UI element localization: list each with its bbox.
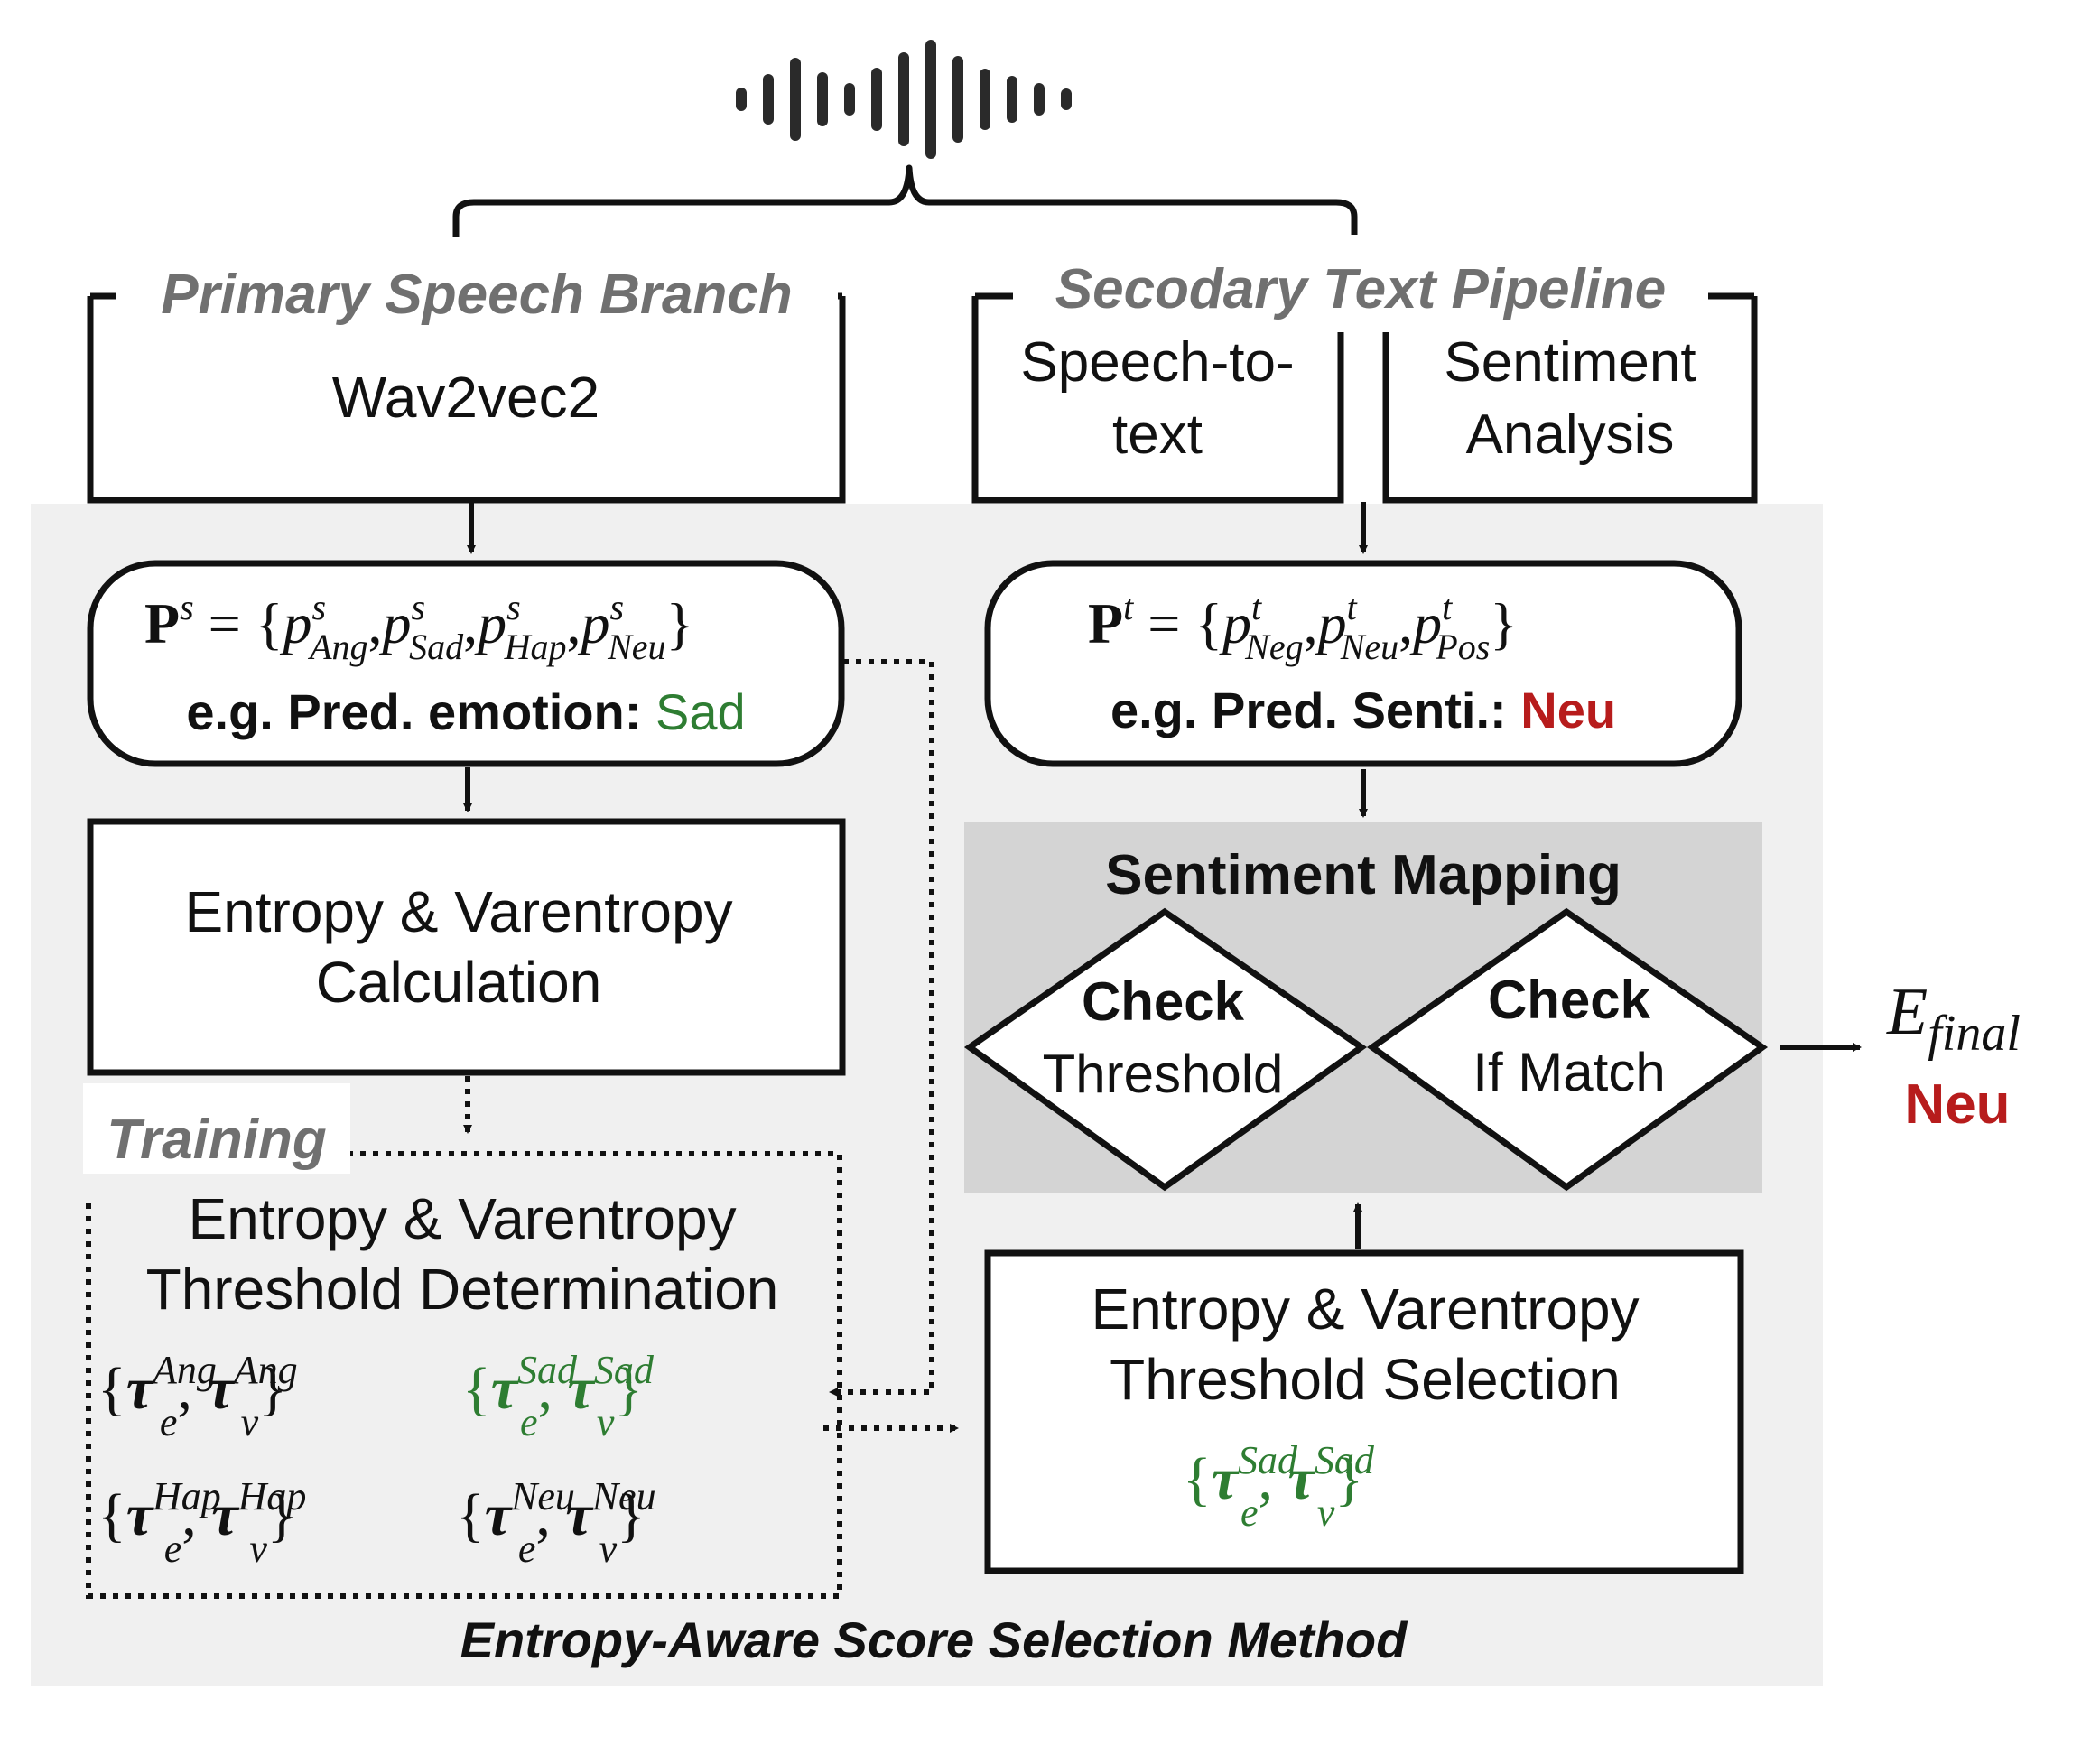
secondary-branch-label: Secodary Text Pipeline <box>1055 258 1667 320</box>
stt-box <box>971 296 1344 504</box>
entropy-calc-line2: Calculation <box>316 950 602 1015</box>
stt-label-line2: text <box>1112 404 1203 466</box>
sentiment-analysis-box <box>1382 296 1758 504</box>
check-match-line1: Check <box>1488 970 1651 1030</box>
speech-pred-text: e.g. Pred. emotion: Sad <box>186 683 745 740</box>
threshold-sel-line2: Threshold Selection <box>1110 1347 1621 1412</box>
text-prob-box <box>984 560 1742 767</box>
threshold-selection-box <box>984 1249 1744 1574</box>
check-match-diamond <box>1366 907 1769 1192</box>
training-label: Training <box>107 1109 326 1171</box>
split-brace <box>452 164 1358 237</box>
waveform-icon <box>736 40 1072 159</box>
threshold-sel-line1: Entropy & Varentropy <box>1091 1277 1639 1342</box>
threshold-det-line1: Entropy & Varentropy <box>188 1186 736 1251</box>
primary-branch-frame <box>87 296 846 504</box>
threshold-det-line2: Threshold Determination <box>146 1257 779 1322</box>
check-threshold-line2: Threshold <box>1043 1044 1284 1104</box>
stt-label-line1: Speech-to- <box>1020 331 1294 394</box>
sa-label-line1: Sentiment <box>1444 331 1696 394</box>
sa-label-line2: Analysis <box>1466 404 1675 466</box>
check-threshold-diamond <box>963 907 1368 1192</box>
output-symbol: Efinal <box>1886 975 2021 1062</box>
method-label: Entropy-Aware Score Selection Method <box>460 1611 1408 1668</box>
sentiment-mapping-title: Sentiment Mapping <box>1105 844 1621 906</box>
primary-branch-label: Primary Speech Branch <box>161 264 793 326</box>
wav2vec2-label: Wav2vec2 <box>332 365 599 430</box>
check-match-line2: If Match <box>1473 1042 1665 1102</box>
output-subscript: final <box>1928 1006 2021 1062</box>
output-value: Neu <box>1904 1073 2010 1136</box>
text-pred-value: Neu <box>1520 682 1616 738</box>
text-pred-text: e.g. Pred. Senti.: Neu <box>1110 682 1616 738</box>
speech-pred-value: Sad <box>655 683 746 740</box>
check-threshold-line1: Check <box>1082 971 1245 1032</box>
speech-prob-box <box>87 560 845 767</box>
entropy-calc-box <box>87 818 846 1076</box>
entropy-calc-line1: Entropy & Varentropy <box>184 879 732 944</box>
